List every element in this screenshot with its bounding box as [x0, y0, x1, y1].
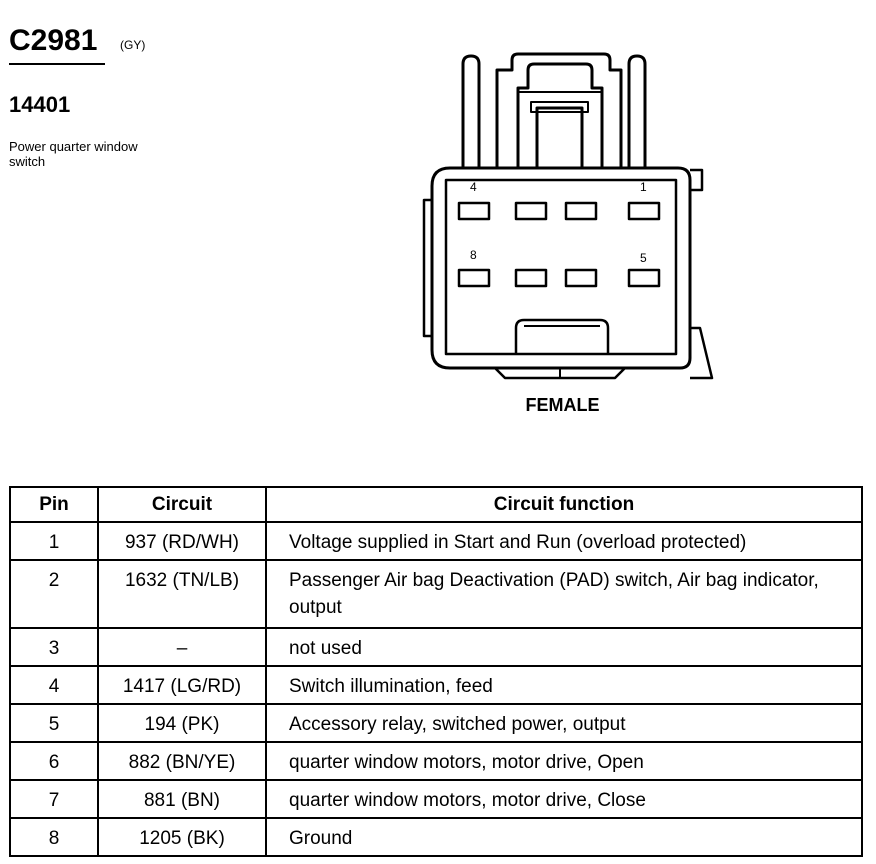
circuit-cell: 881 (BN): [97, 779, 267, 819]
table-row: 7 881 (BN) quarter window motors, motor …: [9, 779, 863, 819]
pin-cell: 6: [9, 741, 99, 781]
circuit-cell: 937 (RD/WH): [97, 521, 267, 561]
connector-lock-tab-top: [530, 101, 589, 113]
connector-lock-housing: [495, 52, 623, 168]
pin-cavity-5: [627, 268, 661, 288]
connector-key-slot: [514, 318, 610, 354]
title-underline: [9, 63, 105, 65]
header-circuit: Circuit: [97, 486, 267, 523]
part-number: 14401: [9, 92, 71, 117]
table-row: 5 194 (PK) Accessory relay, switched pow…: [9, 703, 863, 743]
connector-latch-left: [461, 54, 481, 168]
function-cell: Voltage supplied in Start and Run (overl…: [265, 521, 863, 561]
pin-cavity-3: [514, 201, 548, 221]
pin-label-1: 1: [640, 180, 647, 194]
function-cell: quarter window motors, motor drive, Open: [265, 741, 863, 781]
table-header-row: Pin Circuit Circuit function: [9, 486, 863, 523]
pin-cell: 5: [9, 703, 99, 743]
connector-lock-tab: [535, 106, 584, 170]
header-circuit-function: Circuit function: [265, 486, 863, 523]
table-row: 8 1205 (BK) Ground: [9, 817, 863, 857]
pin-cavity-1: [627, 201, 661, 221]
function-cell: quarter window motors, motor drive, Clos…: [265, 779, 863, 819]
pin-label-4: 4: [470, 180, 477, 194]
table-row: 4 1417 (LG/RD) Switch illumination, feed: [9, 665, 863, 705]
function-cell: not used: [265, 627, 863, 667]
table-row: 2 1632 (TN/LB) Passenger Air bag Deactiv…: [9, 559, 863, 629]
pin-cavity-6: [564, 268, 598, 288]
pin-cavity-7: [514, 268, 548, 288]
connector-side-guide: [690, 326, 714, 380]
pin-cavity-2: [564, 201, 598, 221]
circuit-cell: –: [97, 627, 267, 667]
connector-body-outer: [430, 166, 692, 370]
table-row: 1 937 (RD/WH) Voltage supplied in Start …: [9, 521, 863, 561]
circuit-cell: 1417 (LG/RD): [97, 665, 267, 705]
circuit-cell: 1632 (TN/LB): [97, 559, 267, 629]
function-cell: Switch illumination, feed: [265, 665, 863, 705]
circuit-cell: 882 (BN/YE): [97, 741, 267, 781]
connector-gender-label: FEMALE: [525, 395, 600, 415]
pin-cell: 7: [9, 779, 99, 819]
table-row: 6 882 (BN/YE) quarter window motors, mot…: [9, 741, 863, 781]
pin-cell: 8: [9, 817, 99, 857]
circuit-cell: 194 (PK): [97, 703, 267, 743]
component-description: Power quarter window switch: [9, 139, 138, 169]
pinout-table: Pin Circuit Circuit function 1 937 (RD/W…: [9, 486, 863, 857]
table-row: 3 – not used: [9, 627, 863, 667]
pin-cavity-4: [457, 201, 491, 221]
connector-side-rib: [690, 168, 704, 192]
function-cell: Ground: [265, 817, 863, 857]
connector-color: (GY): [120, 38, 146, 52]
pin-label-5: 5: [640, 251, 647, 265]
pin-cavity-8: [457, 268, 491, 288]
connector-latch-right: [627, 54, 647, 168]
connector-id: C2981: [9, 24, 98, 57]
pin-cell: 2: [9, 559, 99, 629]
function-cell: Passenger Air bag Deactivation (PAD) swi…: [265, 559, 863, 629]
connector-lock-inner: [516, 62, 604, 168]
pin-label-8: 8: [470, 248, 477, 262]
pin-cell: 1: [9, 521, 99, 561]
pin-cell: 3: [9, 627, 99, 667]
connector-left-guide: [422, 198, 432, 338]
circuit-cell: 1205 (BK): [97, 817, 267, 857]
connector-face-diagram: 4 1 8 5: [422, 52, 714, 380]
header-pin: Pin: [9, 486, 99, 523]
function-cell: Accessory relay, switched power, output: [265, 703, 863, 743]
pin-cell: 4: [9, 665, 99, 705]
connector-body-inner: [444, 178, 678, 356]
